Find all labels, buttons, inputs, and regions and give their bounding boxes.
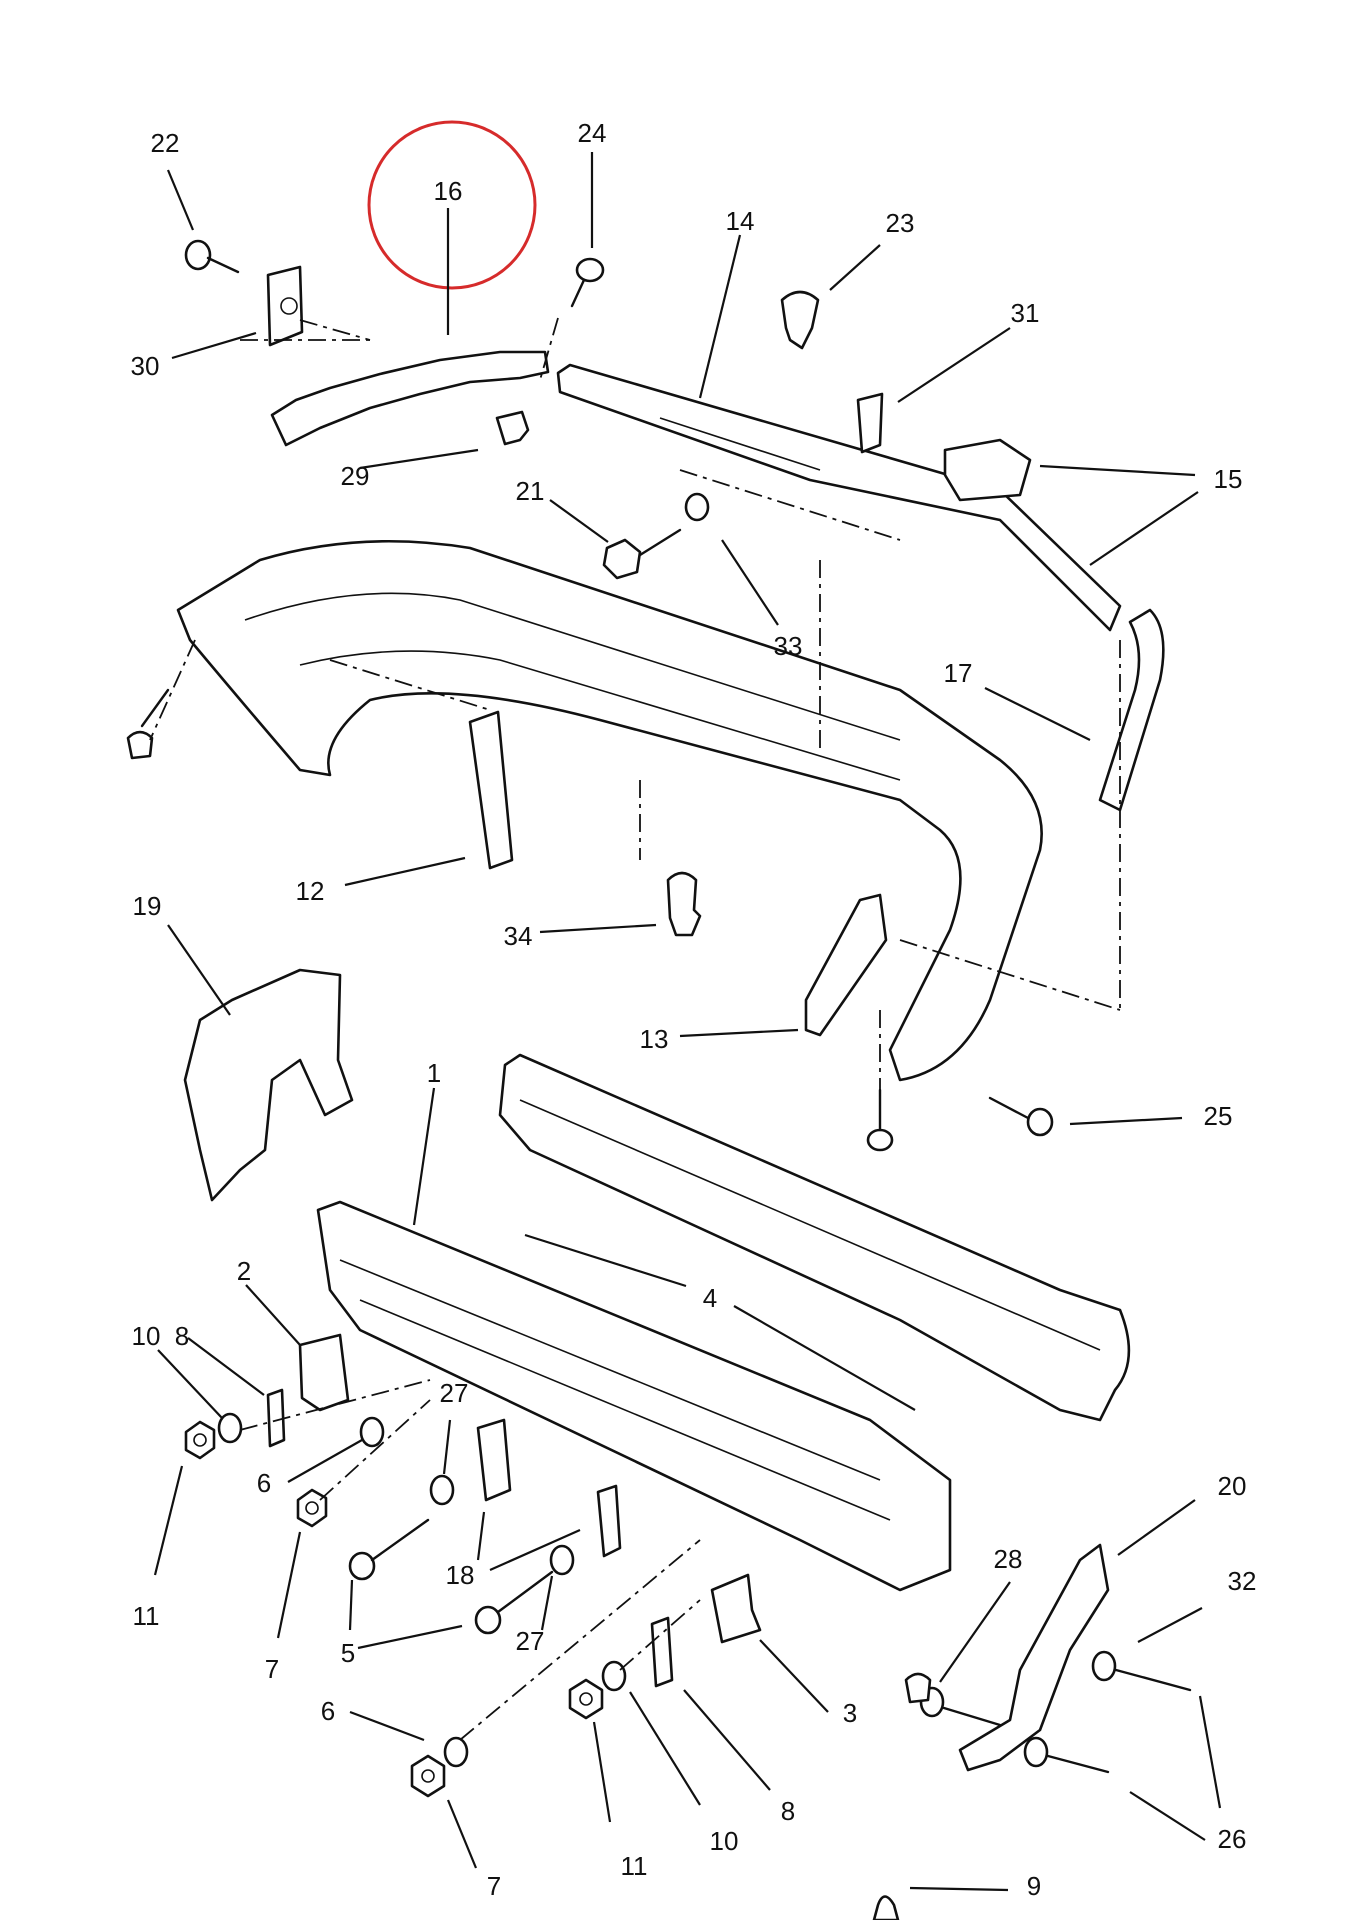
callout-4: 4 bbox=[703, 1283, 717, 1313]
callout-14: 14 bbox=[726, 206, 755, 236]
callout-12: 12 bbox=[296, 876, 325, 906]
callout-7b: 7 bbox=[487, 1871, 501, 1901]
callout-28: 28 bbox=[994, 1544, 1023, 1574]
callout-21: 21 bbox=[516, 476, 545, 506]
part-21-bolt bbox=[602, 528, 682, 580]
part-29-pin bbox=[495, 410, 530, 446]
callout-6b: 6 bbox=[321, 1696, 335, 1726]
callout-9: 9 bbox=[1027, 1871, 1041, 1901]
callout-5: 5 bbox=[341, 1638, 355, 1668]
part-17-bracket bbox=[1098, 608, 1165, 812]
part-16-moulding bbox=[270, 350, 550, 447]
callout-32: 32 bbox=[1228, 1566, 1257, 1596]
callout-15: 15 bbox=[1214, 464, 1243, 494]
callout-29: 29 bbox=[341, 461, 370, 491]
callout-25: 25 bbox=[1204, 1101, 1233, 1131]
callout-2: 2 bbox=[237, 1256, 251, 1286]
callout-11: 11 bbox=[133, 1601, 160, 1631]
callout-19: 19 bbox=[133, 891, 162, 921]
highlight-circle bbox=[367, 120, 537, 290]
callout-27b: 27 bbox=[516, 1626, 545, 1656]
part-15-block bbox=[943, 438, 1032, 502]
part-30-plate bbox=[266, 265, 304, 347]
energy-absorber bbox=[498, 1053, 1131, 1422]
part-33-washer bbox=[684, 492, 710, 522]
parts-drawing bbox=[126, 239, 1192, 1920]
callout-30: 30 bbox=[131, 351, 160, 381]
callout-27a: 27 bbox=[440, 1378, 469, 1408]
callout-6: 6 bbox=[257, 1468, 271, 1498]
part-19-bracket bbox=[183, 968, 354, 1202]
part-20-bracket bbox=[958, 1543, 1110, 1772]
part-25-screw bbox=[988, 1096, 1054, 1137]
callout-24: 24 bbox=[578, 118, 607, 148]
part-14-bar bbox=[556, 363, 1122, 632]
callout-8b: 8 bbox=[781, 1796, 795, 1826]
callout-17: 17 bbox=[944, 658, 973, 688]
part-13-bracket bbox=[804, 893, 888, 1037]
callout-16: 16 bbox=[434, 176, 463, 206]
callout-18: 18 bbox=[446, 1560, 475, 1590]
callout-31: 31 bbox=[1011, 298, 1040, 328]
callout-20: 20 bbox=[1218, 1471, 1247, 1501]
callout-7: 7 bbox=[265, 1654, 279, 1684]
callout-23: 23 bbox=[886, 208, 915, 238]
part-22-screw bbox=[184, 239, 240, 274]
part-31-bracket bbox=[856, 392, 884, 454]
part-34-pin bbox=[666, 871, 702, 937]
callout-26: 26 bbox=[1218, 1824, 1247, 1854]
alignment-lines bbox=[149, 317, 1121, 1741]
part-23-pin bbox=[780, 290, 820, 350]
callout-8: 8 bbox=[175, 1321, 189, 1351]
callout-11b: 11 bbox=[621, 1851, 648, 1881]
callouts: 16 22 30 24 14 23 31 15 29 21 33 17 12 3… bbox=[131, 118, 1257, 1901]
callout-13: 13 bbox=[640, 1024, 669, 1054]
callout-22: 22 bbox=[151, 128, 180, 158]
part-12-bracket bbox=[468, 710, 514, 870]
callout-10: 10 bbox=[132, 1321, 161, 1351]
part-24-screw bbox=[570, 257, 605, 308]
part-1-beam bbox=[316, 1200, 952, 1592]
bumper-fascia bbox=[176, 539, 1043, 1082]
callout-34: 34 bbox=[504, 921, 533, 951]
callout-3: 3 bbox=[843, 1698, 857, 1728]
callout-33: 33 bbox=[774, 631, 803, 661]
callout-1: 1 bbox=[427, 1058, 441, 1088]
hardware-set bbox=[126, 688, 1192, 1920]
callout-10b: 10 bbox=[710, 1826, 739, 1856]
